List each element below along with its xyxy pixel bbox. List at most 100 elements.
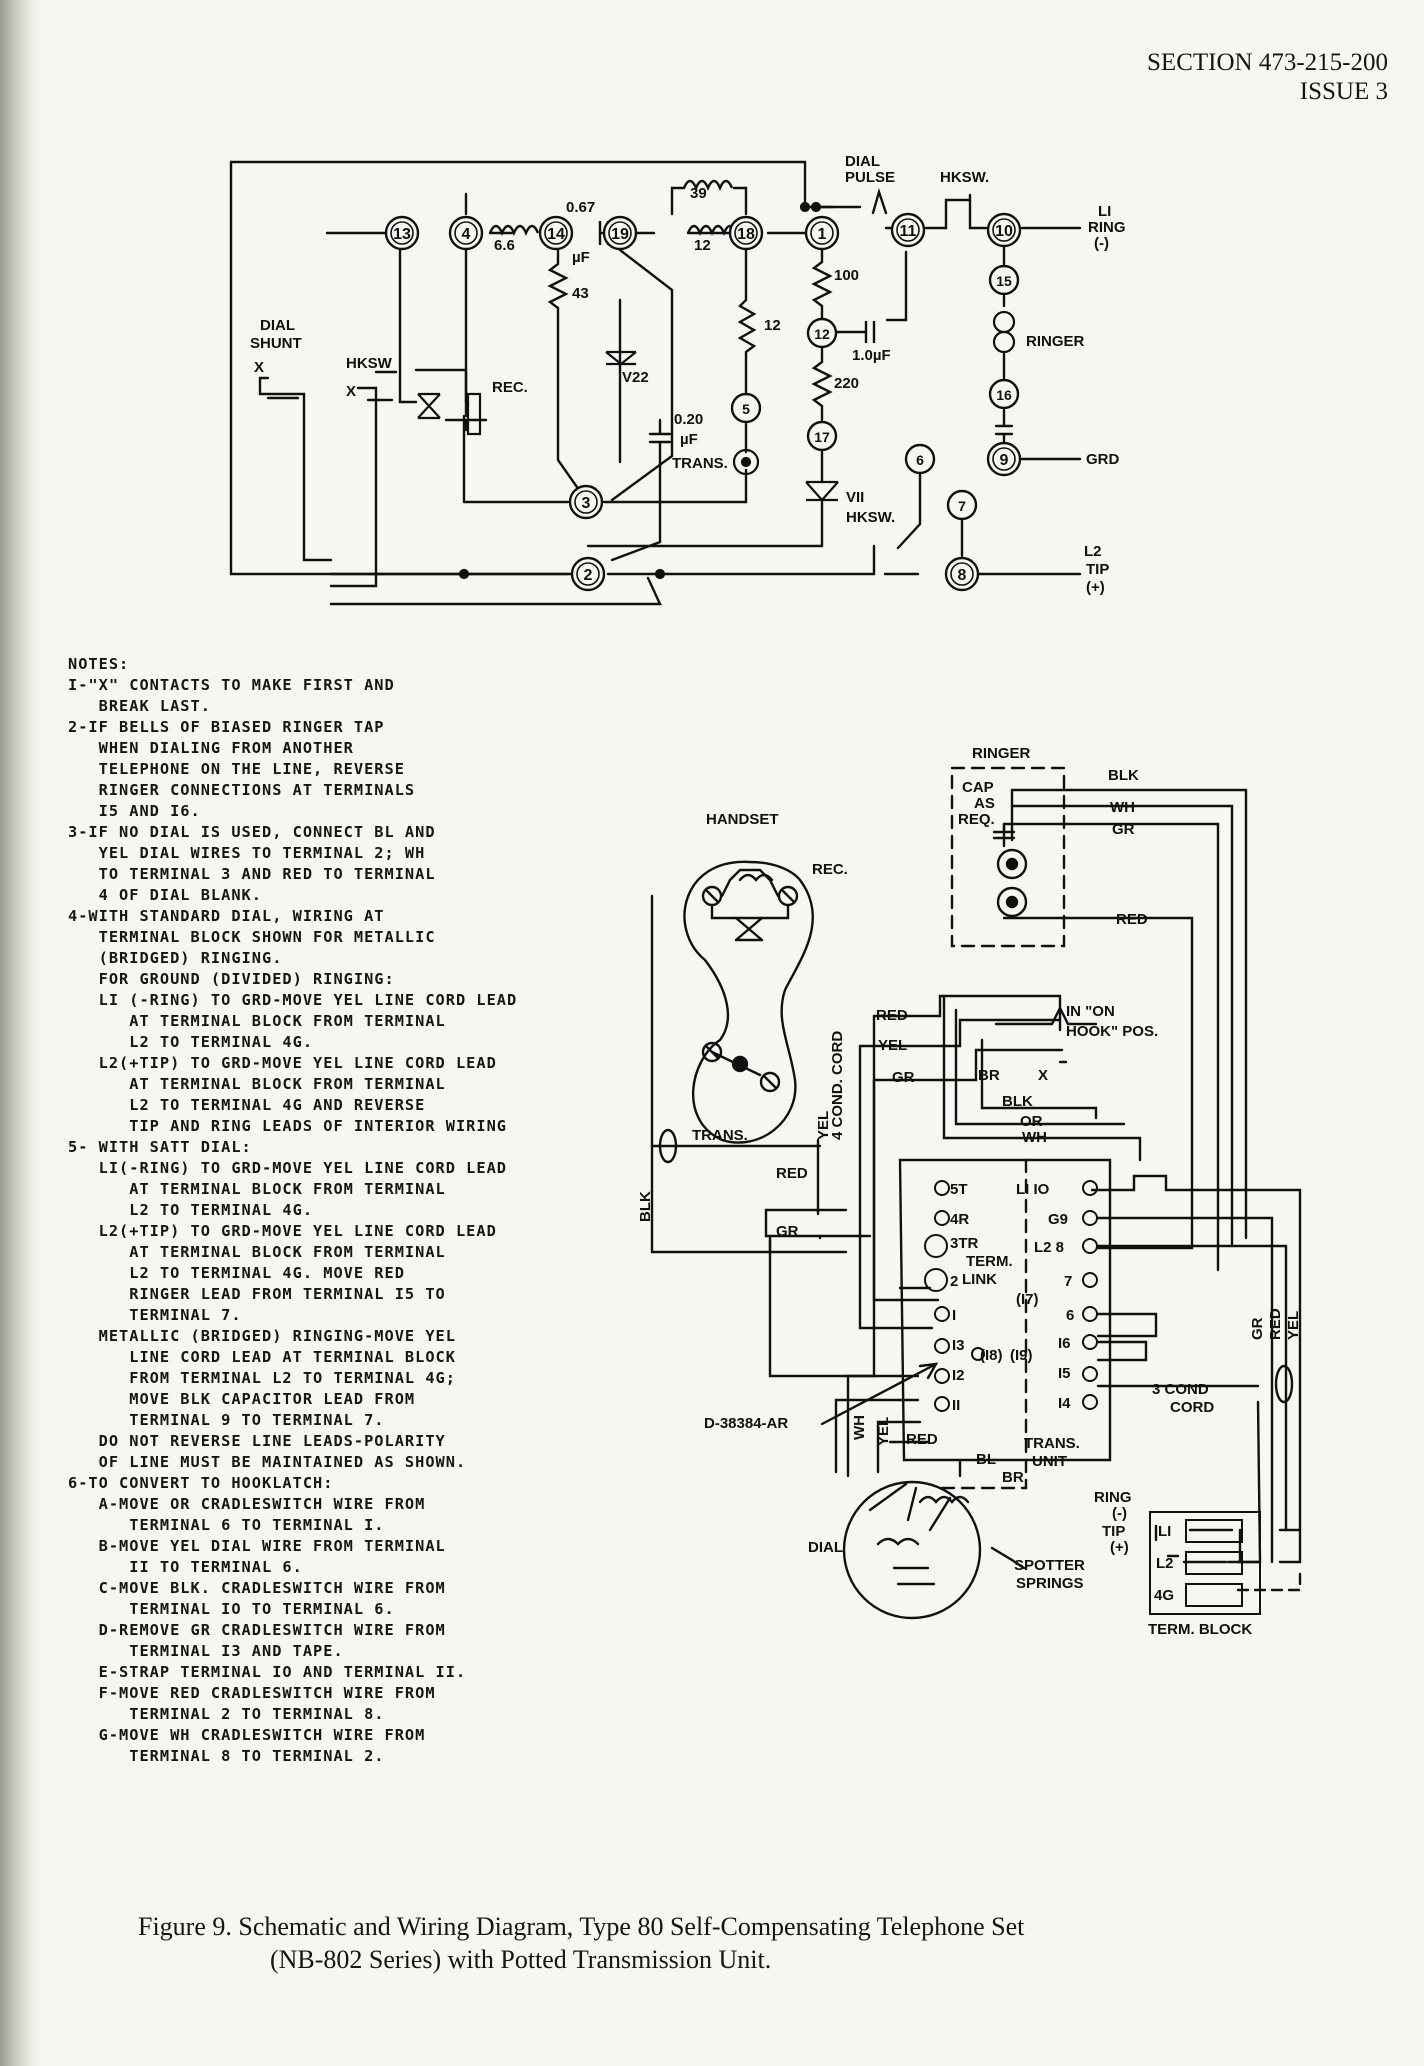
note-line: MOVE BLK CAPACITOR LEAD FROM [68,1390,416,1408]
tip-wiring-label: TIP [1102,1523,1125,1540]
term-link-label-2: LINK [962,1271,997,1288]
dial-pulse-label-1: DIAL [845,153,880,170]
yel-vertical-right-label: YEL [1285,1311,1302,1340]
r43-label: 43 [572,285,589,302]
terminal-13: 13 [393,226,411,243]
x-contact-2: X [346,383,356,400]
grd-label: GRD [1086,451,1120,468]
bl-label: BL [976,1451,996,1468]
note-line: AT TERMINAL BLOCK FROM TERMINAL [68,1012,446,1030]
note-line: LI(-RING) TO GRD-MOVE YEL LINE CORD LEAD [68,1159,508,1177]
terminal-1: 1 [818,226,827,243]
cap-1.0-label: 1.0µF [852,347,891,364]
figure-caption: Figure 9. Schematic and Wiring Diagram, … [138,1910,1298,1976]
coil-12-label: 12 [694,237,711,254]
note-line: TERMINAL I3 AND TAPE. [68,1642,344,1660]
wh-vertical-label: WH [851,1415,868,1440]
terminal-15: 15 [996,273,1012,289]
terminal-7: 7 [958,498,966,514]
note-line: TERMINAL BLOCK SHOWN FOR METALLIC [68,928,436,946]
section-number: SECTION 473-215-200 [1147,49,1388,76]
note-line: L2(+TIP) TO GRD-MOVE YEL LINE CORD LEAD [68,1054,497,1072]
blk-vertical-label: BLK [637,1191,654,1222]
red-vertical-label: RED [1267,1308,1284,1340]
note-line: YEL DIAL WIRES TO TERMINAL 2; WH [68,844,426,862]
blk-label: BLK [1002,1093,1033,1110]
red-label: RED [876,1007,908,1024]
four-cond-cord-label: 4 COND. CORD [829,1031,846,1140]
note-line: TO TERMINAL 3 AND RED TO TERMINAL [68,865,436,883]
term-13: I3 [952,1337,965,1354]
cap-label-1: CAP [962,779,994,796]
br-label: BR [978,1067,1000,1084]
terminal-17: 17 [814,429,830,445]
term-block-label: TERM. BLOCK [1148,1621,1252,1638]
on-hook-label-2: HOOK" POS. [1066,1023,1158,1040]
terminal-19: 19 [611,226,629,243]
dial-pulse-label-2: PULSE [845,169,895,186]
term-14: I4 [1058,1395,1071,1412]
note-line: 5- WITH SATT DIAL: [68,1138,252,1156]
gr-label: GR [892,1069,915,1086]
ring-label: RING [1088,219,1126,236]
trans-unit-label-1: TRANS. [1024,1435,1080,1452]
terminal-9: 9 [1000,452,1009,469]
hksw-top-label: HKSW. [940,169,989,186]
term-5t: 5T [950,1181,968,1198]
terminal-10: 10 [995,223,1013,240]
note-line: TELEPHONE ON THE LINE, REVERSE [68,760,405,778]
x-label: X [1038,1067,1048,1084]
l2-label: L2 [1084,543,1102,560]
gr-vertical-label: GR [1249,1317,1266,1340]
note-line: BREAK LAST. [68,697,211,715]
tb-l2: L2 [1156,1555,1174,1572]
note-line: LI (-RING) TO GRD-MOVE YEL LINE CORD LEA… [68,991,518,1009]
tip-wiring-sign: (+) [1110,1539,1129,1556]
note-line: METALLIC (BRIDGED) RINGING-MOVE YEL [68,1327,456,1345]
coil-39-label: 39 [690,185,707,202]
yel-vertical-label: YEL [875,1417,892,1446]
note-line: B-MOVE YEL DIAL WIRE FROM TERMINAL [68,1537,446,1555]
issue-number: ISSUE 3 [1299,78,1388,105]
on-hook-label-1: IN "ON [1066,1003,1115,1020]
caption-line-1: Figure 9. Schematic and Wiring Diagram, … [138,1912,1025,1941]
note-line: RINGER CONNECTIONS AT TERMINALS [68,781,416,799]
r220-label: 220 [834,375,859,392]
note-line: OF LINE MUST BE MAINTAINED AS SHOWN. [68,1453,467,1471]
ringer-gr-label: GR [1112,821,1135,838]
hksw-left-label: HKSW [346,355,393,372]
page-header: SECTION 473-215-200 ISSUE 3 [1147,48,1388,106]
terminal-5: 5 [742,401,750,417]
note-line: L2 TO TERMINAL 4G. MOVE RED [68,1264,405,1282]
handset-yel-label: YEL [815,1111,832,1140]
note-line: L2 TO TERMINAL 4G. [68,1033,314,1051]
r100-label: 100 [834,267,859,284]
tip-sign-label: (+) [1086,579,1105,596]
terminal-18: 18 [737,226,755,243]
notes-title: NOTES: [68,655,130,673]
v22-label: V22 [622,369,649,386]
cap-label-2: AS [974,795,995,812]
dial-shunt-label-1: DIAL [260,317,295,334]
spotter-label-1: SPOTTER [1014,1557,1085,1574]
cap-0.20-label: 0.20 [674,411,703,428]
cap-0.67-label: 0.67 [566,199,595,216]
note-line: TERMINAL 2 TO TERMINAL 8. [68,1705,385,1723]
term-l1-10: LI IO [1016,1181,1050,1198]
note-line: 6-TO CONVERT TO HOOKLATCH: [68,1474,334,1492]
note-line: AT TERMINAL BLOCK FROM TERMINAL [68,1243,446,1261]
note-line: A-MOVE OR CRADLESWITCH WIRE FROM [68,1495,426,1513]
term-7: 7 [1064,1273,1072,1290]
l1-label: LI [1098,203,1111,220]
term-15: I5 [1058,1365,1071,1382]
note-line: TERMINAL 9 TO TERMINAL 7. [68,1411,385,1429]
notes-block: NOTES: I-"X" CONTACTS TO MAKE FIRST AND … [68,654,598,1767]
handset-label: HANDSET [706,811,779,828]
dial-label: DIAL [808,1539,843,1556]
note-line: FROM TERMINAL L2 TO TERMINAL 4G; [68,1369,456,1387]
note-line: FOR GROUND (DIVIDED) RINGING: [68,970,395,988]
note-line: TERMINAL 7. [68,1306,242,1324]
or-label: OR [1020,1113,1043,1130]
note-line: 4-WITH STANDARD DIAL, WIRING AT [68,907,385,925]
scan-binding-edge [0,0,42,2066]
